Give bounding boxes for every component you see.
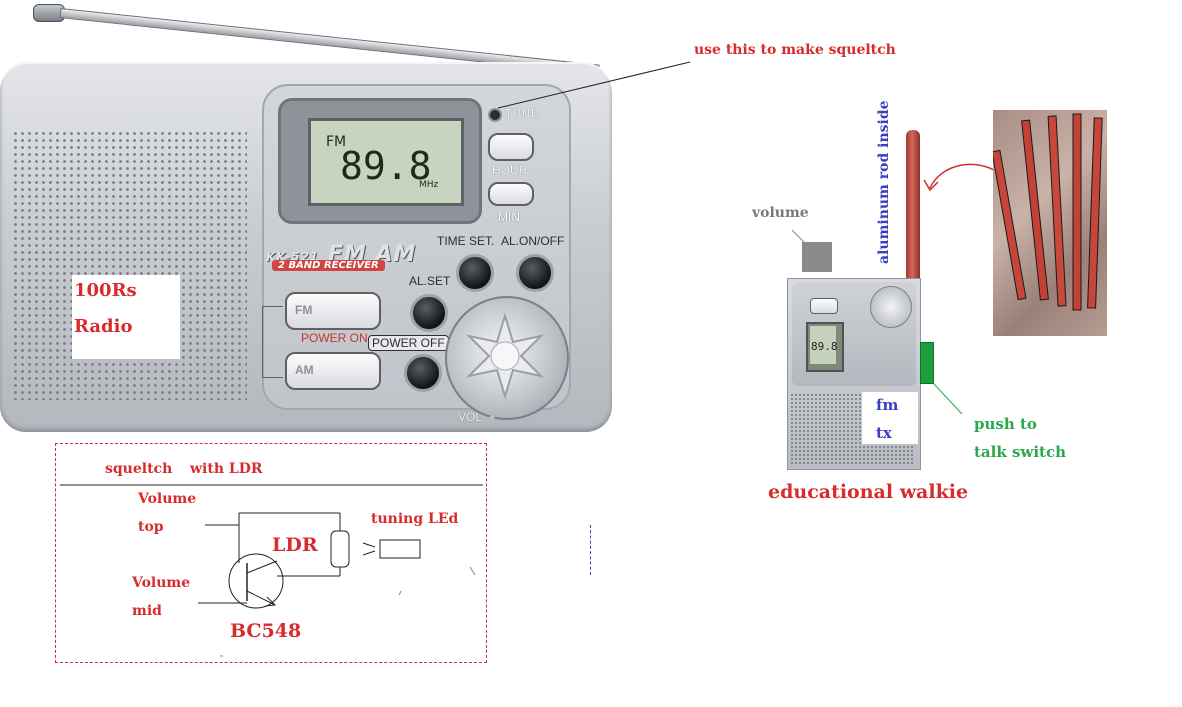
radio-label-price: 100Rs: [74, 280, 137, 301]
walkie-volume-label: volume: [752, 205, 809, 221]
walkie-fm-label: fm: [876, 396, 899, 414]
radio-label-box: [72, 275, 180, 359]
vol-label: VOL. +: [458, 410, 496, 424]
tuning-led-label: tuning LEd: [371, 511, 459, 527]
time-set-label: TIME SET.: [437, 234, 495, 248]
time-set-button[interactable]: [456, 254, 494, 292]
am-button-label: AM: [295, 363, 314, 377]
schematic-frame: [55, 443, 487, 663]
al-set-button[interactable]: [410, 294, 448, 332]
tune-label: TUNE: [505, 107, 539, 120]
volume-pointer-line: [791, 229, 805, 243]
schematic-drawing: [60, 484, 483, 657]
educational-walkie-title: educational walkie: [768, 481, 969, 503]
power-off-label: POWER OFF: [368, 335, 449, 351]
push-to-label: push to: [974, 415, 1037, 433]
lcd-display: [308, 118, 464, 206]
stray-dash-mark: [590, 525, 593, 575]
walkie-fm-button[interactable]: [810, 298, 838, 314]
ptt-pointer-line: [933, 383, 963, 415]
am-band-button[interactable]: AM: [285, 352, 381, 390]
min-label: MIN: [498, 210, 520, 224]
al-set-label: AL.SET: [409, 274, 451, 288]
band-bracket: [262, 306, 283, 378]
walkie-dial[interactable]: [870, 286, 912, 328]
squelch-note: use this to make squeltch: [694, 42, 896, 58]
push-to-talk-switch[interactable]: [920, 342, 934, 384]
walkie-volume-knob[interactable]: [802, 242, 832, 272]
receiver-badge: 2 BAND RECEIVER: [272, 260, 385, 271]
volume-top-label-2: top: [138, 519, 164, 535]
bc548-label: BC548: [230, 620, 302, 642]
hour-button[interactable]: [488, 133, 534, 161]
ldr-label: LDR: [272, 534, 318, 556]
power-on-label: POWER ON: [301, 331, 368, 345]
lcd-band: FM: [326, 134, 347, 150]
tune-led-icon: [488, 108, 502, 122]
aluminum-rod-antenna: [906, 130, 920, 278]
dial-star-icon: [465, 312, 545, 400]
power-off-button[interactable]: [404, 354, 442, 392]
schematic-with-ldr-label: with LDR: [190, 461, 263, 477]
al-onoff-label: AL.ON/OFF: [501, 234, 565, 248]
schematic-squelch-label: squeltch: [105, 461, 173, 477]
lcd-frequency: 89.8: [340, 144, 432, 188]
radio-label-name: Radio: [74, 316, 133, 337]
talk-switch-label: talk switch: [974, 443, 1066, 461]
lcd-unit: MHz: [419, 180, 439, 190]
squelch-pointer-line: [497, 61, 691, 109]
min-button[interactable]: [488, 182, 534, 206]
al-onoff-button[interactable]: [516, 254, 554, 292]
radio-speaker-grille: [12, 130, 247, 400]
fm-band-button[interactable]: FM: [285, 292, 381, 330]
walkie-lcd-frequency: 89.8: [811, 340, 838, 353]
volume-mid-label-2: mid: [132, 603, 162, 619]
aluminum-rod-label: aluminum rod inside: [876, 100, 892, 264]
rod-arrow-icon: [923, 163, 995, 192]
pens-icon: [993, 113, 1103, 311]
fm-button-label: FM: [295, 303, 313, 317]
walkie-tx-label: tx: [876, 424, 892, 442]
volume-top-label-1: Volume: [138, 491, 197, 507]
walkie-label-box: [862, 392, 918, 444]
hour-label: HOUR: [492, 163, 528, 177]
walkie-lcd: [810, 326, 836, 364]
volume-mid-label-1: Volume: [132, 575, 191, 591]
